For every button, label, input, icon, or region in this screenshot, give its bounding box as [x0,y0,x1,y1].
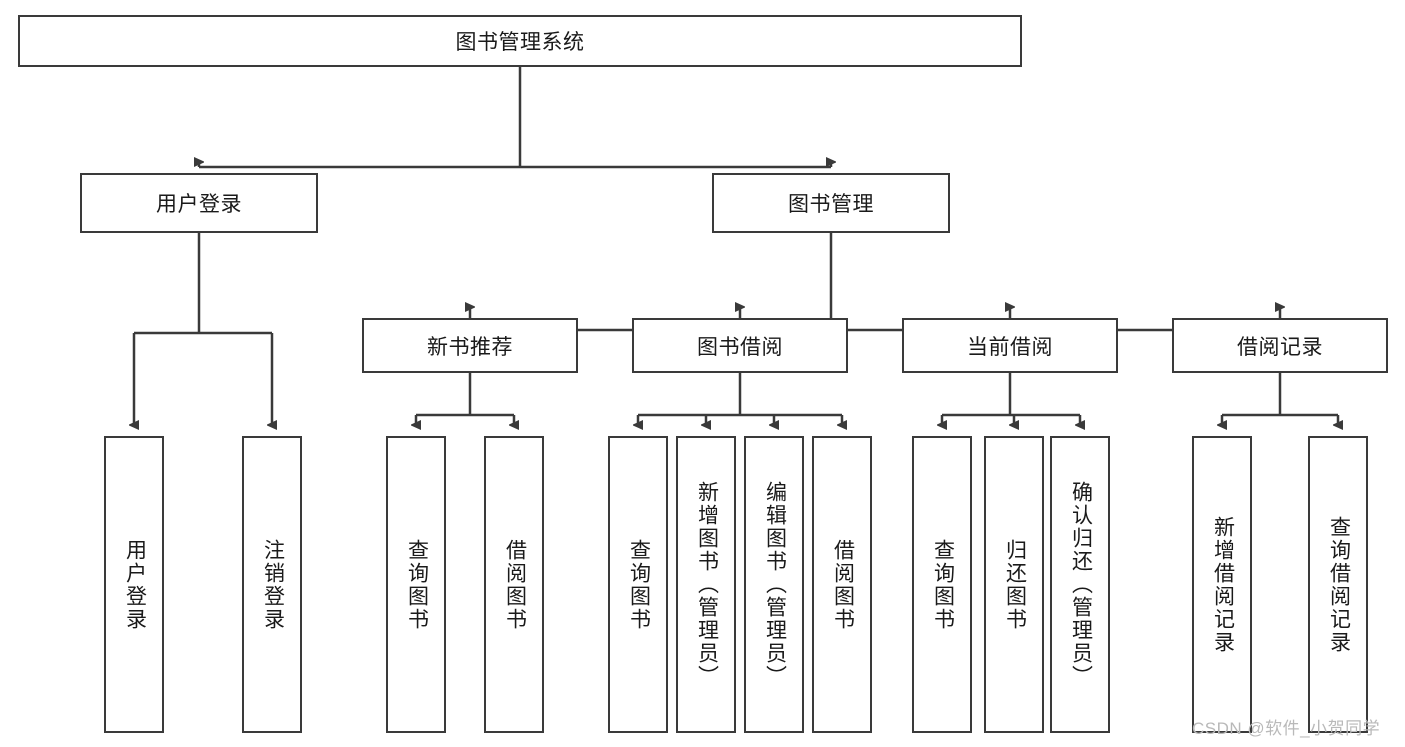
edge-trunk-root [199,67,831,169]
node-label: 借阅记录 [1237,335,1323,359]
node-l8[interactable]: 借阅图书 [812,436,872,733]
node-l2[interactable]: 注销登录 [242,436,302,733]
node-label: 图书借阅 [697,335,783,359]
node-l13[interactable]: 查询借阅记录 [1308,436,1368,733]
node-l7[interactable]: 编辑图书（管理员） [744,436,804,733]
node-bookmgmt[interactable]: 图书管理 [712,173,950,233]
node-l9[interactable]: 查询图书 [912,436,972,733]
node-label: 新增图书（管理员） [695,481,719,688]
edge-trunk-borrow [638,373,842,417]
node-label: 图书管理 [788,193,874,216]
node-records[interactable]: 借阅记录 [1172,318,1388,373]
node-label: 新增借阅记录 [1211,515,1235,654]
node-label: 编辑图书（管理员） [763,481,787,688]
edge-trunk-current [942,373,1080,417]
node-label: 借阅图书 [831,538,855,631]
node-borrow[interactable]: 图书借阅 [632,318,848,373]
node-label: 用户登录 [156,193,242,216]
edge-trunk-bookmgmt [470,233,1280,332]
edge-trunk-records [1222,373,1338,417]
node-root[interactable]: 图书管理系统 [18,15,1022,67]
node-l10[interactable]: 归还图书 [984,436,1044,733]
node-l5[interactable]: 查询图书 [608,436,668,733]
node-l1[interactable]: 用户登录 [104,436,164,733]
node-label: 查询图书 [405,538,429,631]
edge-trunk-newbook [416,373,514,417]
node-label: 查询借阅记录 [1327,515,1351,654]
node-l6[interactable]: 新增图书（管理员） [676,436,736,733]
node-label: 查询图书 [627,538,651,631]
node-label: 当前借阅 [967,335,1053,359]
node-label: 确认归还（管理员） [1069,481,1093,688]
node-label: 归还图书 [1003,538,1027,631]
node-l4[interactable]: 借阅图书 [484,436,544,733]
node-current[interactable]: 当前借阅 [902,318,1118,373]
node-newbook[interactable]: 新书推荐 [362,318,578,373]
node-label: 用户登录 [123,538,147,631]
node-l3[interactable]: 查询图书 [386,436,446,733]
node-l11[interactable]: 确认归还（管理员） [1050,436,1110,733]
node-label: 查询图书 [931,538,955,631]
edge-trunk-login [134,233,272,335]
node-label: 注销登录 [261,538,285,631]
node-l12[interactable]: 新增借阅记录 [1192,436,1252,733]
node-login[interactable]: 用户登录 [80,173,318,233]
watermark-text: CSDN @软件_小贺同学 [1192,719,1381,738]
node-label: 借阅图书 [503,538,527,631]
node-label: 图书管理系统 [455,31,585,54]
node-label: 新书推荐 [427,335,513,359]
